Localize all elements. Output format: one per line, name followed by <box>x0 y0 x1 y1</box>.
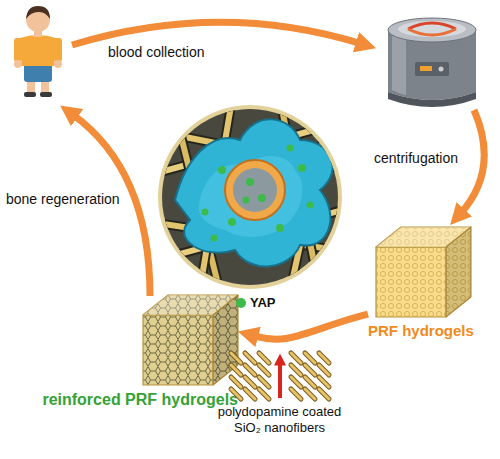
node-label: reinforced PRF hydrogels <box>42 390 238 409</box>
hydrogel-node: PRF hydrogels <box>368 222 474 340</box>
step-label: blood collection <box>106 44 207 60</box>
node-label: PRF hydrogels <box>368 322 474 340</box>
nanofiber-node: polydopamine coated SiO₂ nanofibers <box>212 350 347 435</box>
cell-on-fibers <box>150 100 350 300</box>
step-label: bone regeneration <box>4 191 122 207</box>
hydrogel-cube <box>371 222 471 320</box>
node-label: polydopamine coated SiO₂ nanofibers <box>212 404 347 435</box>
legend-swatch <box>236 298 246 308</box>
legend-item: YAP <box>236 295 276 310</box>
child-figure <box>14 6 62 97</box>
step-label: centrifugation <box>372 150 460 166</box>
reinforced-hydrogel-node: reinforced PRF hydrogels <box>42 290 238 409</box>
process-arrow <box>252 314 368 339</box>
legend-label: YAP <box>250 295 276 310</box>
red-arrow <box>278 362 282 398</box>
nanofiber-array <box>230 350 330 402</box>
hydrogel-cube <box>138 290 238 388</box>
centrifuge <box>388 18 476 107</box>
